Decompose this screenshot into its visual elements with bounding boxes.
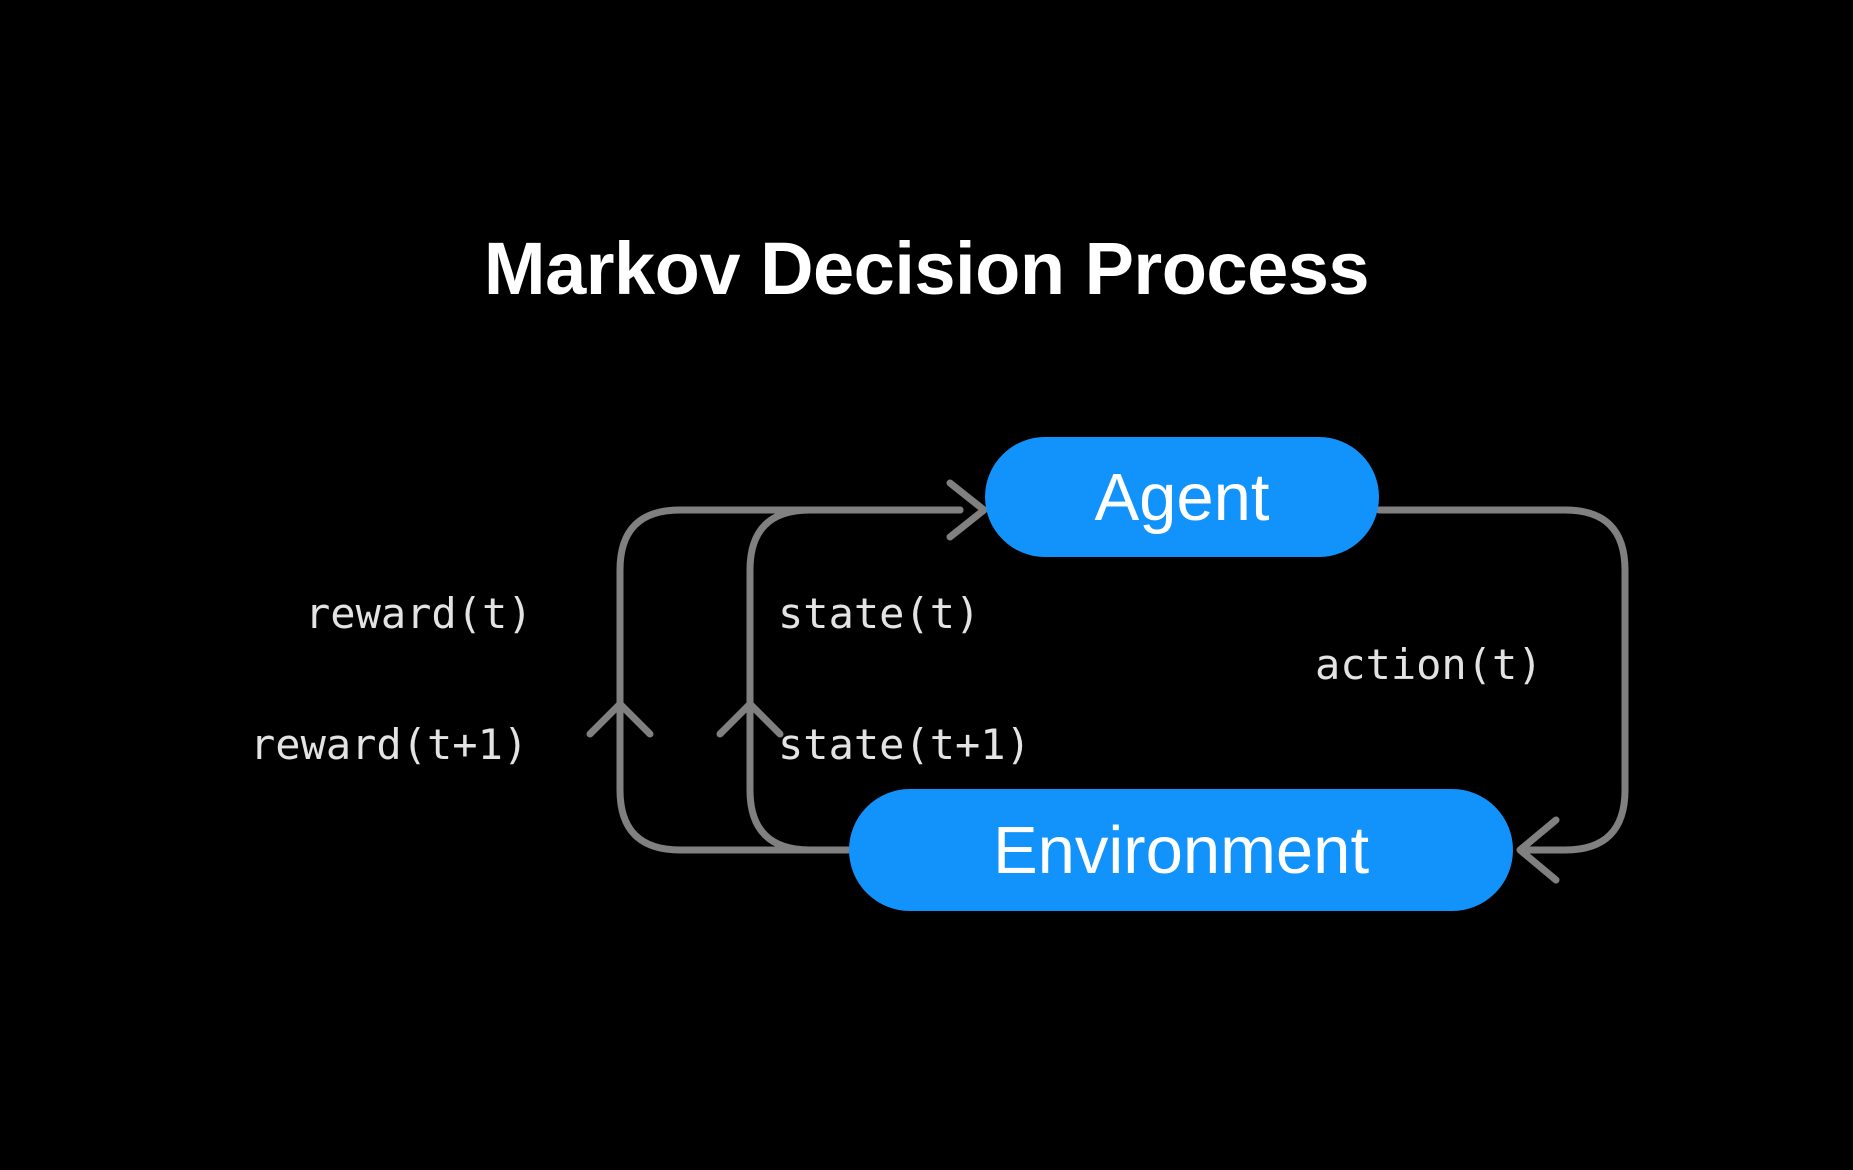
edge-label-action-t: action(t) [1315, 640, 1543, 689]
node-environment[interactable]: Environment [849, 789, 1513, 911]
node-agent-label: Agent [1094, 459, 1270, 535]
edge-label-reward-t-plus-1: reward(t+1) [250, 720, 529, 769]
edge-to-agent-arrowhead-icon [946, 479, 988, 541]
edge-state-path [746, 506, 964, 854]
edge-label-reward-t: reward(t) [305, 589, 533, 638]
edge-label-state-t: state(t) [778, 589, 981, 638]
node-agent[interactable]: Agent [985, 437, 1379, 557]
edge-label-state-t-plus-1: state(t+1) [778, 720, 1031, 769]
edge-reward-arrowhead-icon [586, 700, 654, 738]
edge-reward-path [616, 506, 964, 854]
edge-reward [586, 506, 964, 854]
edge-action-path [1375, 506, 1629, 854]
edge-action-arrowhead-icon [1516, 816, 1560, 884]
page-title: Markov Decision Process [483, 227, 1370, 310]
node-environment-label: Environment [992, 812, 1370, 888]
edge-state [716, 506, 964, 854]
edge-state-arrowhead-icon [716, 700, 784, 738]
edge-action [1375, 506, 1629, 884]
